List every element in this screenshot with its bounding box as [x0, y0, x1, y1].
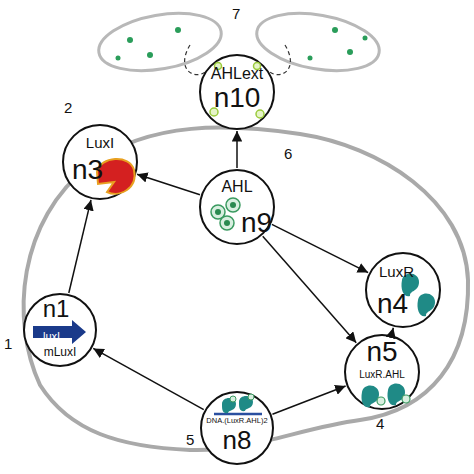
node-label: n8: [202, 427, 272, 453]
state-circle: n1 luxI mLuxI: [23, 293, 97, 367]
node-label: n4: [377, 290, 408, 318]
callout-number: 6: [284, 146, 292, 161]
reaction-arrow: [69, 200, 91, 293]
node-label: LuxR.AHL: [346, 370, 418, 380]
reaction-arrow: [392, 328, 394, 334]
node-label: n9: [241, 209, 272, 237]
neighbour-cell: [252, 5, 383, 80]
state-circle: LuxR n4: [365, 252, 441, 328]
callout-number: 1: [4, 336, 12, 351]
state-circle: AHL n9: [199, 169, 275, 245]
node-label: n3: [72, 156, 103, 184]
reaction-arrow: [272, 224, 368, 272]
reaction-arrow: [263, 236, 357, 342]
reaction-arrow: [272, 386, 345, 414]
node-label: mLuxI: [25, 346, 95, 358]
state-circle: LuxI n3: [62, 124, 138, 200]
state-circle: AHLext n10: [199, 54, 275, 130]
state-circle: DNA.(LuxR.AHL)2 n8: [200, 391, 274, 465]
node-label: luxI: [43, 331, 60, 342]
node-label: n5: [346, 338, 418, 366]
node-label: LuxR: [379, 264, 414, 279]
reaction-arrow: [93, 348, 204, 409]
callout-number: 2: [64, 100, 72, 115]
callout-number: 5: [186, 432, 194, 447]
diffusion-arrow: [270, 45, 290, 75]
callout-number: 4: [376, 416, 384, 431]
node-label: AHL: [201, 179, 273, 195]
callout-number: 7: [232, 6, 240, 21]
node-label: AHLext: [201, 66, 273, 82]
reaction-arrow: [137, 174, 200, 195]
node-label: DNA.(LuxR.AHL)2: [202, 417, 272, 425]
diffusion-arrow: [185, 45, 205, 75]
node-label: n1: [21, 297, 91, 321]
state-circle: n5LuxR.AHL: [344, 334, 420, 410]
node-label: LuxI: [64, 135, 136, 150]
reaction-arrow: [236, 131, 238, 168]
node-label: n10: [201, 84, 273, 112]
